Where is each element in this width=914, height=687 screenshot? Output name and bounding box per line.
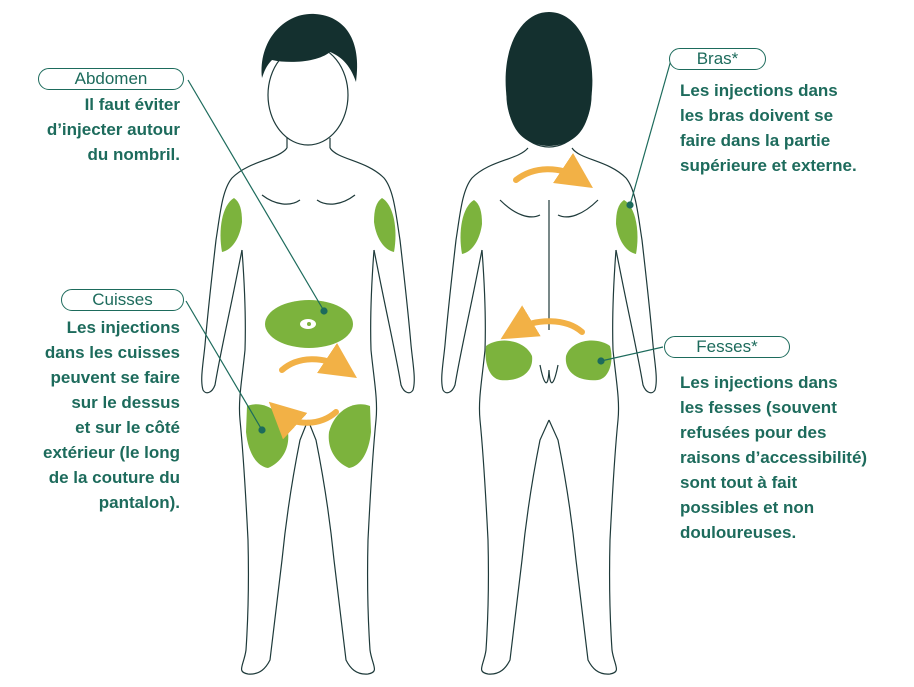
cuisses-line-1: Les injections xyxy=(0,315,180,340)
injection-zones xyxy=(221,198,638,468)
cuisses-line-8: pantalon). xyxy=(0,490,180,515)
rotation-arrow-icon xyxy=(282,169,582,423)
abdomen-label: Abdomen xyxy=(38,68,184,90)
abdomen-line-1: Il faut éviter xyxy=(0,92,180,117)
cuisses-line-6: extérieur (le long xyxy=(0,440,180,465)
bras-label: Bras* xyxy=(669,48,766,70)
front-arrow-bottom xyxy=(282,412,336,423)
cuisses-line-2: dans les cuisses xyxy=(0,340,180,365)
cuisses-line-5: et sur le côté xyxy=(0,415,180,440)
cuisses-line-4: sur le dessus xyxy=(0,390,180,415)
abdomen-line-2: d’injecter autour xyxy=(0,117,180,142)
back-arrow-top xyxy=(516,169,578,180)
bras-line-1: Les injections dans xyxy=(680,78,910,103)
front-arrow-top xyxy=(282,359,342,370)
fesses-line-6: possibles et non xyxy=(680,495,912,520)
front-left-arm-zone xyxy=(221,198,243,252)
bras-line-2: les bras doivent se xyxy=(680,103,910,128)
bras-line-4: supérieure et externe. xyxy=(680,153,910,178)
navel-icon xyxy=(300,319,316,329)
abdomen-line-3: du nombril. xyxy=(0,142,180,167)
front-right-arm-zone xyxy=(374,198,396,252)
bras-line-3: faire dans la partie xyxy=(680,128,910,153)
abdomen-description: Il faut éviter d’injecter autour du nomb… xyxy=(0,92,180,167)
fesses-line-1: Les injections dans xyxy=(680,370,912,395)
fesses-line-4: raisons d’accessibilité) xyxy=(680,445,912,470)
back-right-arm-zone xyxy=(616,200,638,254)
back-left-buttock-zone xyxy=(486,341,533,381)
back-left-arm-zone xyxy=(461,200,483,254)
cuisses-description: Les injections dans les cuisses peuvent … xyxy=(0,315,180,515)
back-head xyxy=(506,12,593,147)
fesses-line-5: sont tout à fait xyxy=(680,470,912,495)
bras-description: Les injections dans les bras doivent se … xyxy=(680,78,910,178)
fesses-description: Les injections dans les fesses (souvent … xyxy=(680,370,912,545)
fesses-line-2: les fesses (souvent xyxy=(680,395,912,420)
cuisses-label: Cuisses xyxy=(61,289,184,311)
fesses-line-7: douloureuses. xyxy=(680,520,912,545)
cuisses-line-7: de la couture du xyxy=(0,465,180,490)
fesses-line-3: refusées pour des xyxy=(680,420,912,445)
front-head xyxy=(262,14,358,145)
fesses-label: Fesses* xyxy=(664,336,790,358)
cuisses-line-3: peuvent se faire xyxy=(0,365,180,390)
